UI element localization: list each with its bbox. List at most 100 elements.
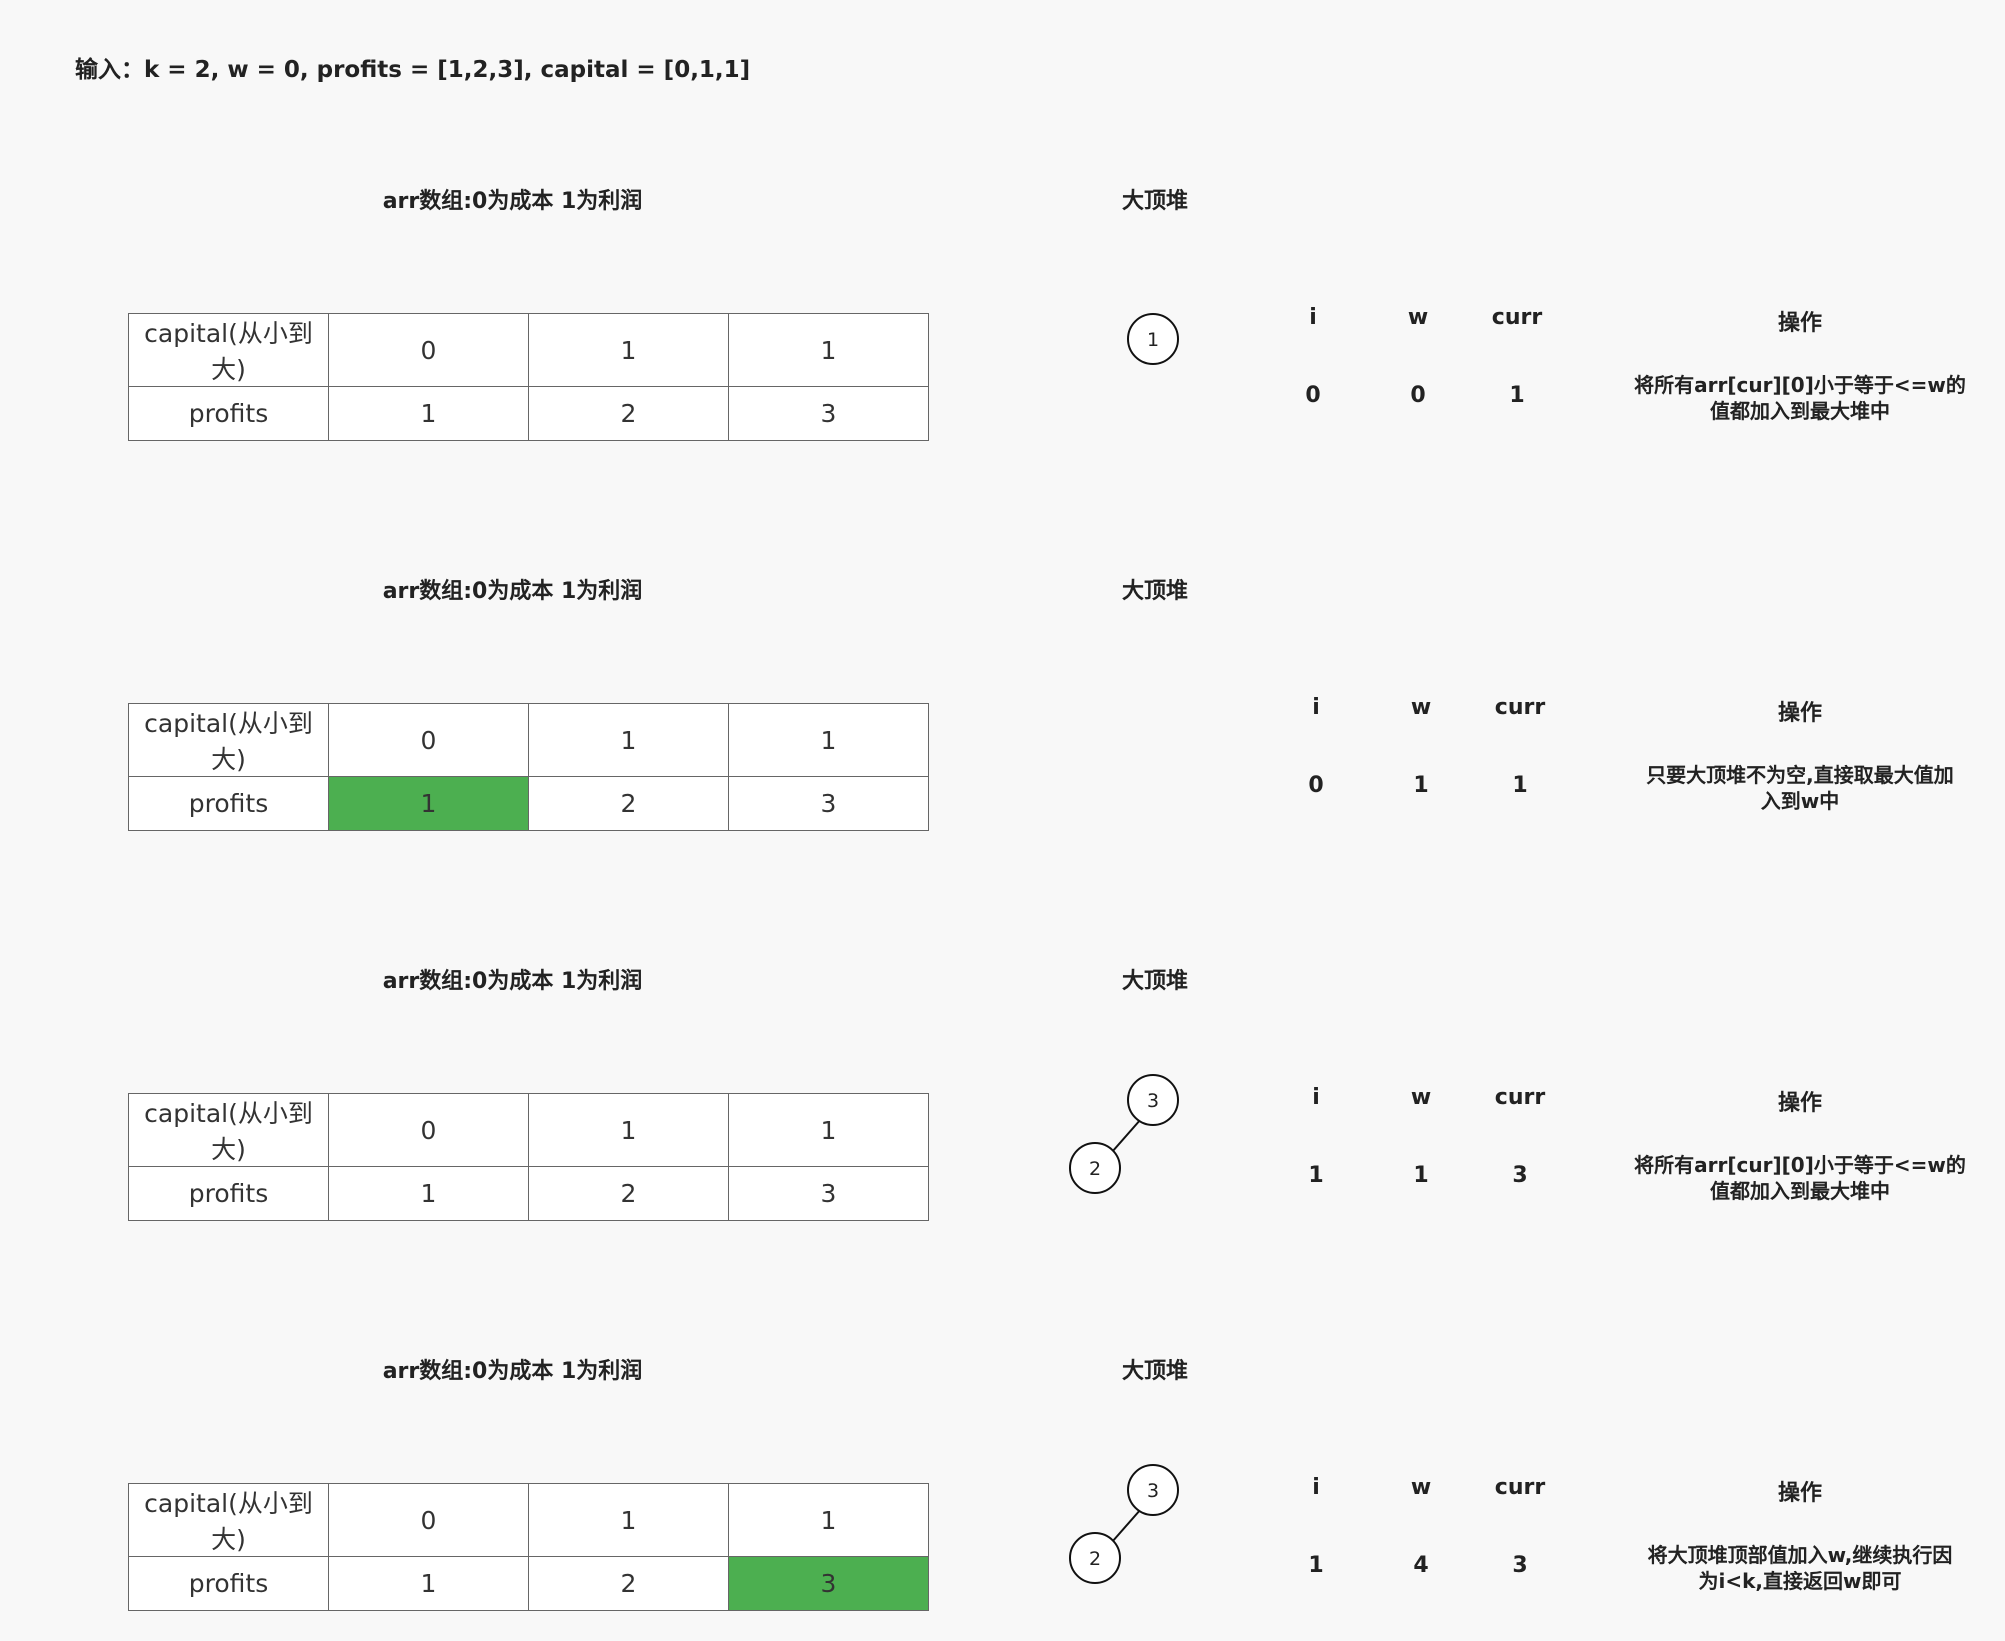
header-w: w: [1410, 695, 1432, 720]
operation-text: 只要大顶堆不为空,直接取最大值加入到w中: [1620, 762, 1980, 814]
profit-cell: 3: [728, 1166, 929, 1221]
value-curr: 3: [1512, 1553, 1528, 1578]
profits-label: profits: [128, 386, 329, 441]
profit-cell: 1: [328, 1556, 529, 1611]
heap-node: [1069, 1532, 1121, 1584]
value-i: 0: [1305, 383, 1321, 408]
operation-text: 将所有arr[cur][0]小于等于<=w的值都加入到最大堆中: [1620, 1152, 1980, 1204]
heap-node-label: 2: [1089, 1548, 1101, 1570]
profit-cell: 3: [728, 776, 929, 831]
capital-cell: 0: [328, 703, 529, 777]
capital-cell: 1: [528, 313, 729, 387]
heap-title: 大顶堆: [1121, 969, 1188, 994]
operation-text: 将大顶堆顶部值加入w,继续执行因为i<k,直接返回w即可: [1620, 1542, 1980, 1594]
header-curr: curr: [1494, 1085, 1546, 1110]
header-curr: curr: [1494, 695, 1546, 720]
heap-tree: 1: [1127, 313, 1179, 365]
heap-node: [1069, 1142, 1121, 1194]
array-title: arr数组:0为成本 1为利润: [382, 579, 643, 604]
profit-cell: 3: [728, 1556, 929, 1611]
header-w: w: [1410, 1475, 1432, 1500]
profit-cell: 2: [528, 386, 729, 441]
header-i: i: [1312, 695, 1320, 720]
heap-edge: [1111, 1118, 1142, 1153]
capital-cell: 1: [728, 313, 929, 387]
capital-cell: 0: [328, 1483, 529, 1557]
profit-cell: 1: [328, 386, 529, 441]
profit-cell: 2: [528, 1556, 729, 1611]
heap-node-label: 1: [1147, 329, 1159, 351]
operation-line-2: 值都加入到最大堆中: [1710, 399, 1890, 423]
heap-node-label: 3: [1147, 1480, 1159, 1502]
capital-cell: 1: [528, 1093, 729, 1167]
capital-cell: 1: [728, 703, 929, 777]
value-w: 1: [1413, 1163, 1429, 1188]
capital-cell: 0: [328, 1093, 529, 1167]
header-curr: curr: [1494, 1475, 1546, 1500]
header-operation: 操作: [1777, 701, 1822, 726]
capital-label: capital(从小到大): [128, 703, 329, 777]
operation-line-1: 将大顶堆顶部值加入w,继续执行因: [1647, 1543, 1953, 1567]
heap-node: [1127, 313, 1179, 365]
heap-node: [1127, 1074, 1179, 1126]
operation-line-1: 只要大顶堆不为空,直接取最大值加: [1646, 763, 1954, 787]
capital-label: capital(从小到大): [128, 313, 329, 387]
heap-node: [1127, 1464, 1179, 1516]
value-w: 4: [1413, 1553, 1429, 1578]
value-curr: 1: [1509, 383, 1525, 408]
heap-node-label: 3: [1147, 1090, 1159, 1112]
capital-cell: 0: [328, 313, 529, 387]
input-line: 输入：k = 2, w = 0, profits = [1,2,3], capi…: [75, 57, 751, 83]
operation-line-1: 将所有arr[cur][0]小于等于<=w的: [1634, 1153, 1966, 1177]
operation-line-2: 为i<k,直接返回w即可: [1698, 1569, 1902, 1593]
header-i: i: [1312, 1085, 1320, 1110]
profit-cell: 3: [728, 386, 929, 441]
capital-cell: 1: [728, 1483, 929, 1557]
heap-title: 大顶堆: [1121, 579, 1188, 604]
header-operation: 操作: [1777, 1091, 1822, 1116]
operation-line-2: 入到w中: [1760, 789, 1840, 813]
value-i: 1: [1308, 1553, 1324, 1578]
header-i: i: [1312, 1475, 1320, 1500]
profit-cell: 1: [328, 776, 529, 831]
value-w: 0: [1410, 383, 1426, 408]
operation-text: 将所有arr[cur][0]小于等于<=w的值都加入到最大堆中: [1620, 372, 1980, 424]
heap-tree: 32: [1069, 1464, 1179, 1584]
header-i: i: [1309, 305, 1317, 330]
value-i: 0: [1308, 773, 1324, 798]
profit-cell: 2: [528, 1166, 729, 1221]
header-w: w: [1407, 305, 1429, 330]
header-w: w: [1410, 1085, 1432, 1110]
capital-cell: 1: [528, 703, 729, 777]
capital-label: capital(从小到大): [128, 1093, 329, 1167]
heap-tree: 32: [1069, 1074, 1179, 1194]
header-curr: curr: [1491, 305, 1543, 330]
header-operation: 操作: [1777, 311, 1822, 336]
profit-cell: 1: [328, 1166, 529, 1221]
heap-edge: [1111, 1508, 1142, 1543]
heap-title: 大顶堆: [1121, 1359, 1188, 1384]
heap-node-label: 2: [1089, 1158, 1101, 1180]
header-operation: 操作: [1777, 1481, 1822, 1506]
array-title: arr数组:0为成本 1为利润: [382, 1359, 643, 1384]
value-curr: 3: [1512, 1163, 1528, 1188]
capital-cell: 1: [528, 1483, 729, 1557]
value-curr: 1: [1512, 773, 1528, 798]
operation-line-2: 值都加入到最大堆中: [1710, 1179, 1890, 1203]
profits-label: profits: [128, 776, 329, 831]
array-title: arr数组:0为成本 1为利润: [382, 189, 643, 214]
array-title: arr数组:0为成本 1为利润: [382, 969, 643, 994]
